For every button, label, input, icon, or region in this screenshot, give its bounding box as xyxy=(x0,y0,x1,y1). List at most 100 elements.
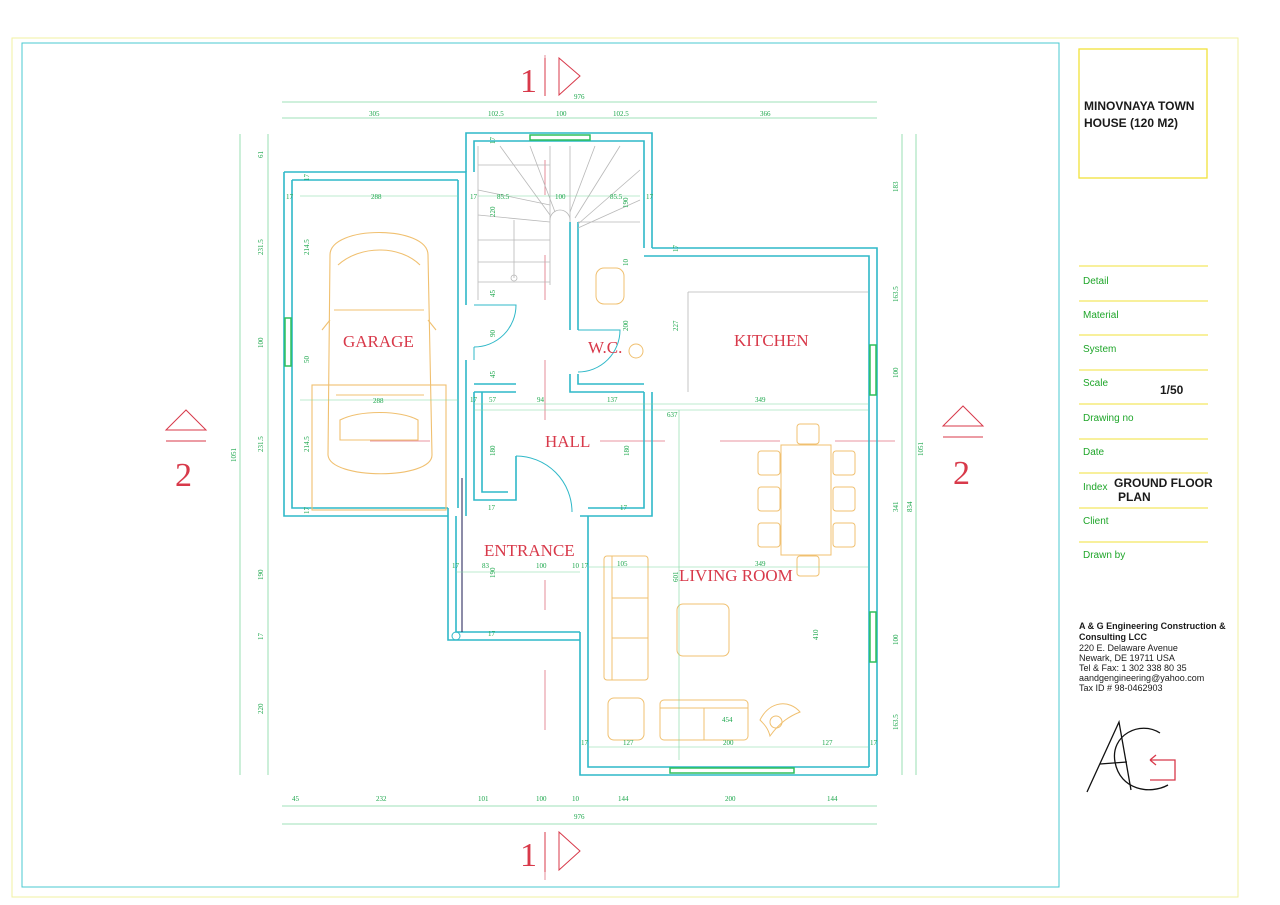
section-lines xyxy=(370,55,895,880)
svg-text:163.5: 163.5 xyxy=(892,714,900,730)
svg-text:288: 288 xyxy=(373,397,384,405)
title-block: MINOVNAYA TOWN HOUSE (120 M2) Detail Mat… xyxy=(1078,48,1213,561)
svg-text:200: 200 xyxy=(723,739,734,747)
doors xyxy=(451,304,621,641)
svg-text:100: 100 xyxy=(257,337,265,348)
svg-text:101: 101 xyxy=(478,795,489,803)
field-index: Index xyxy=(1083,482,1107,493)
svg-text:220: 220 xyxy=(489,206,497,217)
field-scale: Scale xyxy=(1083,378,1108,389)
svg-text:17: 17 xyxy=(470,396,478,404)
room-label-kitchen: KITCHEN xyxy=(734,331,809,350)
svg-text:1051: 1051 xyxy=(230,448,238,463)
svg-text:214.5: 214.5 xyxy=(303,436,311,452)
index-value-line-2: PLAN xyxy=(1118,490,1151,504)
svg-text:57: 57 xyxy=(489,396,497,404)
section-marker-left: 2 xyxy=(164,409,208,494)
svg-text:61: 61 xyxy=(257,151,265,159)
section-marker-top: 1 xyxy=(520,56,581,100)
svg-text:410: 410 xyxy=(812,629,820,640)
field-date: Date xyxy=(1083,447,1105,458)
svg-text:183: 183 xyxy=(892,181,900,192)
svg-text:17: 17 xyxy=(581,739,589,747)
svg-text:454: 454 xyxy=(722,716,733,724)
company-logo xyxy=(1086,719,1176,793)
svg-text:200: 200 xyxy=(725,795,736,803)
svg-text:834: 834 xyxy=(906,501,914,512)
svg-text:1: 1 xyxy=(520,837,537,874)
svg-text:17: 17 xyxy=(470,193,478,201)
room-label-hall: HALL xyxy=(545,432,590,451)
svg-text:366: 366 xyxy=(760,110,771,118)
field-detail: Detail xyxy=(1083,276,1109,287)
project-title-line-2: HOUSE (120 M2) xyxy=(1084,116,1178,130)
svg-text:17: 17 xyxy=(488,504,496,512)
drawing-frame xyxy=(21,42,1060,888)
svg-text:17: 17 xyxy=(646,193,654,201)
company-email: aandgengineering@yahoo.com xyxy=(1079,673,1204,683)
svg-text:2: 2 xyxy=(175,457,192,494)
svg-text:90: 90 xyxy=(489,330,497,338)
field-client: Client xyxy=(1083,516,1109,527)
svg-text:83: 83 xyxy=(482,562,490,570)
svg-text:220: 220 xyxy=(257,703,265,714)
svg-text:85.5: 85.5 xyxy=(610,193,623,201)
svg-text:10: 10 xyxy=(622,259,630,267)
svg-text:45: 45 xyxy=(489,290,497,298)
title-block-rules xyxy=(1079,265,1208,543)
svg-text:45: 45 xyxy=(489,371,497,379)
svg-text:2: 2 xyxy=(953,455,970,492)
svg-text:341: 341 xyxy=(892,501,900,512)
field-drawing-no: Drawing no xyxy=(1083,413,1134,424)
svg-text:17: 17 xyxy=(257,633,265,641)
svg-text:180: 180 xyxy=(623,445,631,456)
svg-text:637: 637 xyxy=(667,411,678,419)
svg-text:288: 288 xyxy=(371,193,382,201)
svg-text:102.5: 102.5 xyxy=(488,110,504,118)
svg-text:190: 190 xyxy=(489,567,497,578)
svg-text:17: 17 xyxy=(672,245,680,253)
car-outline xyxy=(311,232,447,511)
svg-text:1: 1 xyxy=(520,63,537,100)
svg-text:601: 601 xyxy=(672,571,680,582)
svg-text:17: 17 xyxy=(303,507,311,515)
svg-text:17: 17 xyxy=(286,193,294,201)
svg-text:17: 17 xyxy=(489,137,497,145)
project-title-box xyxy=(1078,48,1208,179)
svg-text:349: 349 xyxy=(755,560,766,568)
svg-text:100: 100 xyxy=(892,367,900,378)
svg-text:85.5: 85.5 xyxy=(497,193,510,201)
svg-text:17: 17 xyxy=(488,630,496,638)
svg-text:127: 127 xyxy=(623,739,634,747)
svg-text:190: 190 xyxy=(622,197,630,208)
svg-text:17: 17 xyxy=(452,562,460,570)
svg-text:17: 17 xyxy=(581,562,589,570)
svg-text:127: 127 xyxy=(822,739,833,747)
svg-text:227: 227 xyxy=(672,320,680,331)
room-label-entrance: ENTRANCE xyxy=(484,541,575,560)
svg-text:105: 105 xyxy=(617,560,628,568)
svg-text:144: 144 xyxy=(827,795,838,803)
svg-text:232: 232 xyxy=(376,795,387,803)
svg-text:102.5: 102.5 xyxy=(613,110,629,118)
svg-text:10: 10 xyxy=(572,562,580,570)
scale-value: 1/50 xyxy=(1160,383,1184,397)
section-marker-bottom: 1 xyxy=(520,830,581,874)
reference-lines xyxy=(300,195,868,760)
field-material: Material xyxy=(1083,310,1119,321)
svg-text:349: 349 xyxy=(755,396,766,404)
project-title-line-1: MINOVNAYA TOWN xyxy=(1084,99,1194,113)
windows xyxy=(284,134,877,774)
svg-text:305: 305 xyxy=(369,110,380,118)
svg-text:163.5: 163.5 xyxy=(892,286,900,302)
dimension-texts-vertical: 61 231.5 100 231.5 190 17 220 1051 183 1… xyxy=(230,137,925,731)
furniture xyxy=(595,267,856,741)
svg-text:100: 100 xyxy=(892,634,900,645)
walls xyxy=(283,132,878,776)
dimension-lines xyxy=(239,101,917,825)
svg-text:976: 976 xyxy=(574,813,585,821)
svg-text:144: 144 xyxy=(618,795,629,803)
svg-text:214.5: 214.5 xyxy=(303,239,311,255)
company-phone: Tel & Fax: 1 302 338 80 35 xyxy=(1079,663,1187,673)
